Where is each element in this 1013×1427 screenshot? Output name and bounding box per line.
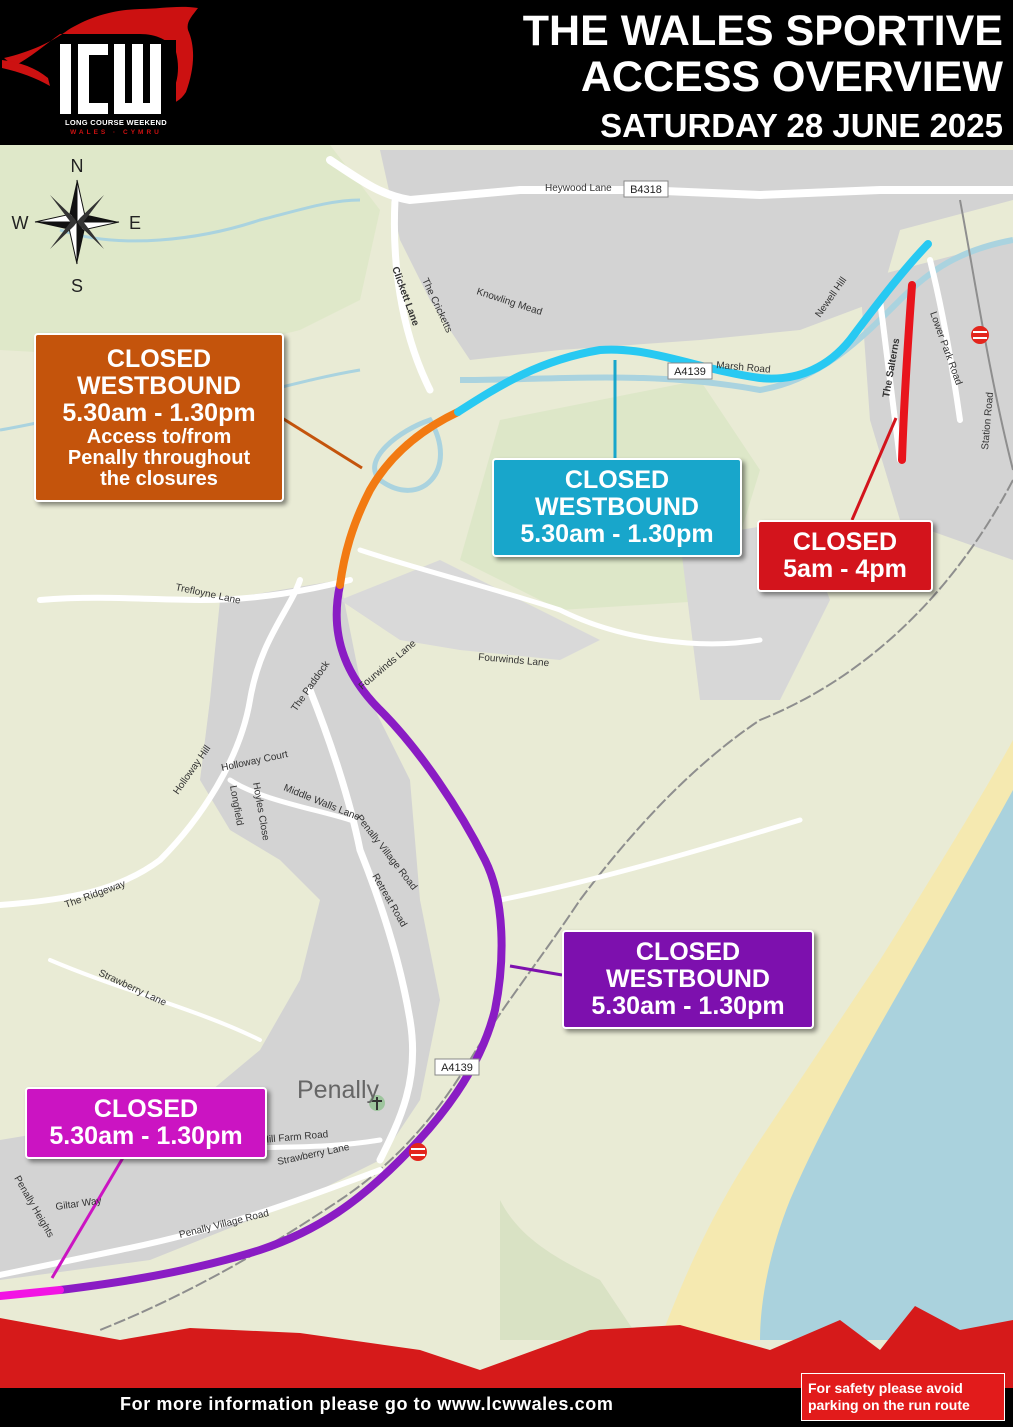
- dunes: [500, 1200, 640, 1340]
- closure-box-red: CLOSED 5am - 4pm: [757, 520, 933, 592]
- built-up-east: [860, 240, 1013, 560]
- label-penally: Penally: [297, 1076, 379, 1104]
- closure-orange-note-2: Penally throughout: [67, 446, 251, 469]
- header: LONG COURSE WEEKEND WALES · CYMRU THE WA…: [0, 0, 1013, 145]
- a4139-label-north: A4139: [674, 366, 706, 378]
- closure-magenta-times: 5.30am - 1.30pm: [49, 1122, 243, 1150]
- closure-orange-status: CLOSED: [106, 344, 212, 373]
- closure-cyan-direction: WESTBOUND: [535, 493, 699, 521]
- closure-red-times: 5am - 4pm: [783, 555, 907, 583]
- map-area: N S W E B4318 A4139 A4139 Heywood Lane C…: [0, 145, 1013, 1427]
- built-up-penally: [0, 580, 440, 1280]
- closure-cyan-times: 5.30am - 1.30pm: [520, 520, 714, 548]
- compass-s: S: [71, 276, 83, 296]
- safety-notice: For safety please avoid parking on the r…: [801, 1373, 1005, 1421]
- closure-orange-note-3: the closures: [100, 467, 218, 490]
- orange-pointer: [281, 416, 363, 470]
- b4318-label: B4318: [630, 184, 662, 196]
- compass-rose-icon: [34, 179, 120, 265]
- closure-purple-direction: WESTBOUND: [606, 965, 770, 993]
- magenta-pointer: [50, 1155, 126, 1279]
- closure-purple-status: CLOSED: [635, 938, 741, 966]
- compass-w: W: [12, 213, 29, 233]
- red-pointer: [850, 417, 898, 521]
- a4139-shield-south: [434, 1058, 480, 1076]
- label-station-road: Station Road: [980, 392, 996, 451]
- a4139-label-south: A4139: [441, 1062, 473, 1074]
- closure-box-orange: CLOSED WESTBOUND 5.30am - 1.30pm Access …: [34, 333, 284, 502]
- railway-station-icon-tenby: [971, 326, 989, 344]
- safety-line-1: For safety please avoid: [808, 1380, 963, 1396]
- cyan-closure-route: [454, 240, 932, 416]
- safety-line-2: parking on the run route: [808, 1397, 970, 1413]
- closure-cyan-status: CLOSED: [564, 466, 670, 494]
- red-closure-route: [898, 281, 916, 464]
- compass-n: N: [71, 156, 84, 176]
- stream-north: [59, 198, 361, 243]
- closure-red-status: CLOSED: [792, 528, 898, 556]
- closure-purple-times: 5.30am - 1.30pm: [591, 992, 785, 1020]
- field-area: [0, 145, 380, 360]
- label-marsh-road: Marsh Road: [716, 360, 771, 376]
- title-line-2: ACCESS OVERVIEW: [580, 53, 1003, 101]
- railway-station-icon-penally: [409, 1143, 427, 1161]
- railway-line: [99, 479, 1013, 1331]
- footer-info-link[interactable]: For more information please go to www.lc…: [120, 1394, 614, 1414]
- purple-pointer: [509, 964, 563, 977]
- closure-orange-times: 5.30am - 1.30pm: [62, 398, 256, 427]
- built-up-fourwinds: [340, 560, 600, 660]
- purple-closure-route: [56, 581, 506, 1294]
- a4139-shield-north: [667, 362, 713, 380]
- logo-subtitle-cymru: WALES · CYMRU: [70, 129, 162, 136]
- title-line-1: THE WALES SPORTIVE: [522, 7, 1003, 55]
- lcw-logo: LONG COURSE WEEKEND WALES · CYMRU: [0, 0, 210, 145]
- orange-closure-route: [336, 408, 462, 589]
- closure-box-magenta: CLOSED 5.30am - 1.30pm: [25, 1087, 267, 1159]
- logo-subtitle: LONG COURSE WEEKEND: [65, 118, 167, 127]
- church-icon: [369, 1095, 385, 1111]
- b4318-shield: [623, 180, 669, 198]
- magenta-closure-route: [0, 1286, 64, 1300]
- closure-orange-note-1: Access to/from: [86, 425, 232, 448]
- sea: [760, 790, 1013, 1340]
- logo-graphic: [2, 6, 198, 116]
- closure-box-cyan: CLOSED WESTBOUND 5.30am - 1.30pm: [492, 458, 742, 557]
- compass-e: E: [129, 213, 141, 233]
- event-date: SATURDAY 28 JUNE 2025: [600, 107, 1003, 144]
- closure-magenta-status: CLOSED: [93, 1095, 199, 1123]
- label-heywood-lane: Heywood Lane: [545, 183, 612, 194]
- built-up-north: [380, 150, 1013, 360]
- closure-box-purple: CLOSED WESTBOUND 5.30am - 1.30pm: [562, 930, 814, 1029]
- closure-orange-direction: WESTBOUND: [77, 371, 241, 400]
